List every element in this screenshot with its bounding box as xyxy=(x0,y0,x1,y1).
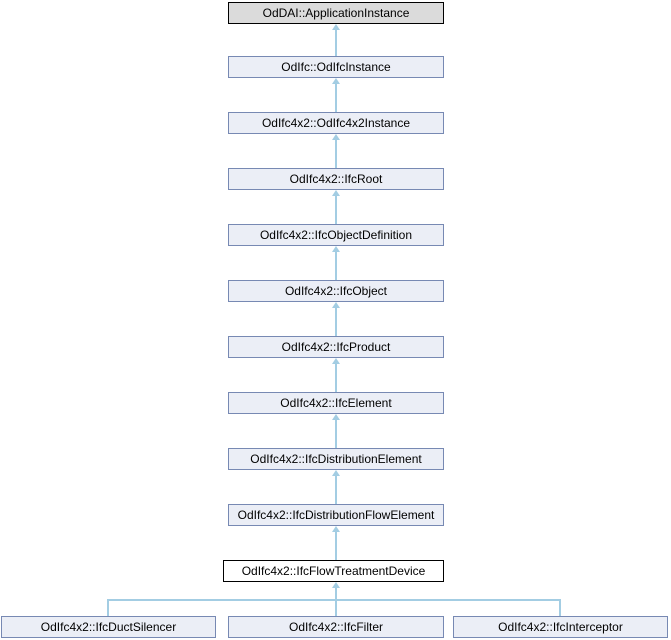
arrow-up-icon xyxy=(332,526,340,532)
derived-classes-bus-line xyxy=(107,599,561,601)
class-node-ifcobjectdefinition[interactable]: OdIfc4x2::IfcObjectDefinition xyxy=(228,224,444,246)
inheritance-edge-line xyxy=(335,532,337,560)
derived-edge-line-interceptor xyxy=(559,599,561,616)
class-node-ifcproduct[interactable]: OdIfc4x2::IfcProduct xyxy=(228,336,444,358)
inheritance-edge-line xyxy=(335,364,337,392)
arrow-up-icon xyxy=(332,470,340,476)
inheritance-edge-line xyxy=(335,588,337,600)
class-node-odifc4x2-odifc4x2instance[interactable]: OdIfc4x2::OdIfc4x2Instance xyxy=(228,112,444,134)
arrow-up-icon xyxy=(332,78,340,84)
class-node-ifcroot[interactable]: OdIfc4x2::IfcRoot xyxy=(228,168,444,190)
inheritance-edge-line xyxy=(335,420,337,448)
derived-edge-line-filter xyxy=(335,599,337,616)
class-node-ifcdistributionflowelement[interactable]: OdIfc4x2::IfcDistributionFlowElement xyxy=(228,504,444,526)
class-node-ifcobject[interactable]: OdIfc4x2::IfcObject xyxy=(228,280,444,302)
class-node-ifcdistributionelement[interactable]: OdIfc4x2::IfcDistributionElement xyxy=(228,448,444,470)
arrow-up-icon xyxy=(332,246,340,252)
arrow-up-icon xyxy=(332,302,340,308)
class-node-ifcelement[interactable]: OdIfc4x2::IfcElement xyxy=(228,392,444,414)
inheritance-edge-line xyxy=(335,84,337,112)
class-node-ifcflowtreatmentdevice: OdIfc4x2::IfcFlowTreatmentDevice xyxy=(223,560,444,582)
inheritance-edge-line xyxy=(335,252,337,280)
arrow-up-icon xyxy=(332,414,340,420)
class-node-ifcfilter[interactable]: OdIfc4x2::IfcFilter xyxy=(228,616,444,638)
inheritance-edge-line xyxy=(335,30,337,56)
class-node-ifcductsilencer[interactable]: OdIfc4x2::IfcDuctSilencer xyxy=(1,616,216,638)
arrow-up-icon xyxy=(332,358,340,364)
class-node-ifcinterceptor[interactable]: OdIfc4x2::IfcInterceptor xyxy=(453,616,668,638)
derived-edge-line-ductsilencer xyxy=(107,599,109,616)
class-node-oddai-applicationinstance: OdDAI::ApplicationInstance xyxy=(228,2,444,24)
inheritance-edge-line xyxy=(335,476,337,504)
class-node-odifc-odifcinstance[interactable]: OdIfc::OdIfcInstance xyxy=(228,56,444,78)
arrow-up-icon xyxy=(332,190,340,196)
arrow-up-icon xyxy=(332,24,340,30)
inheritance-edge-line xyxy=(335,196,337,224)
arrow-up-icon xyxy=(332,582,340,588)
inheritance-edge-line xyxy=(335,140,337,168)
inheritance-edge-line xyxy=(335,308,337,336)
arrow-up-icon xyxy=(332,134,340,140)
